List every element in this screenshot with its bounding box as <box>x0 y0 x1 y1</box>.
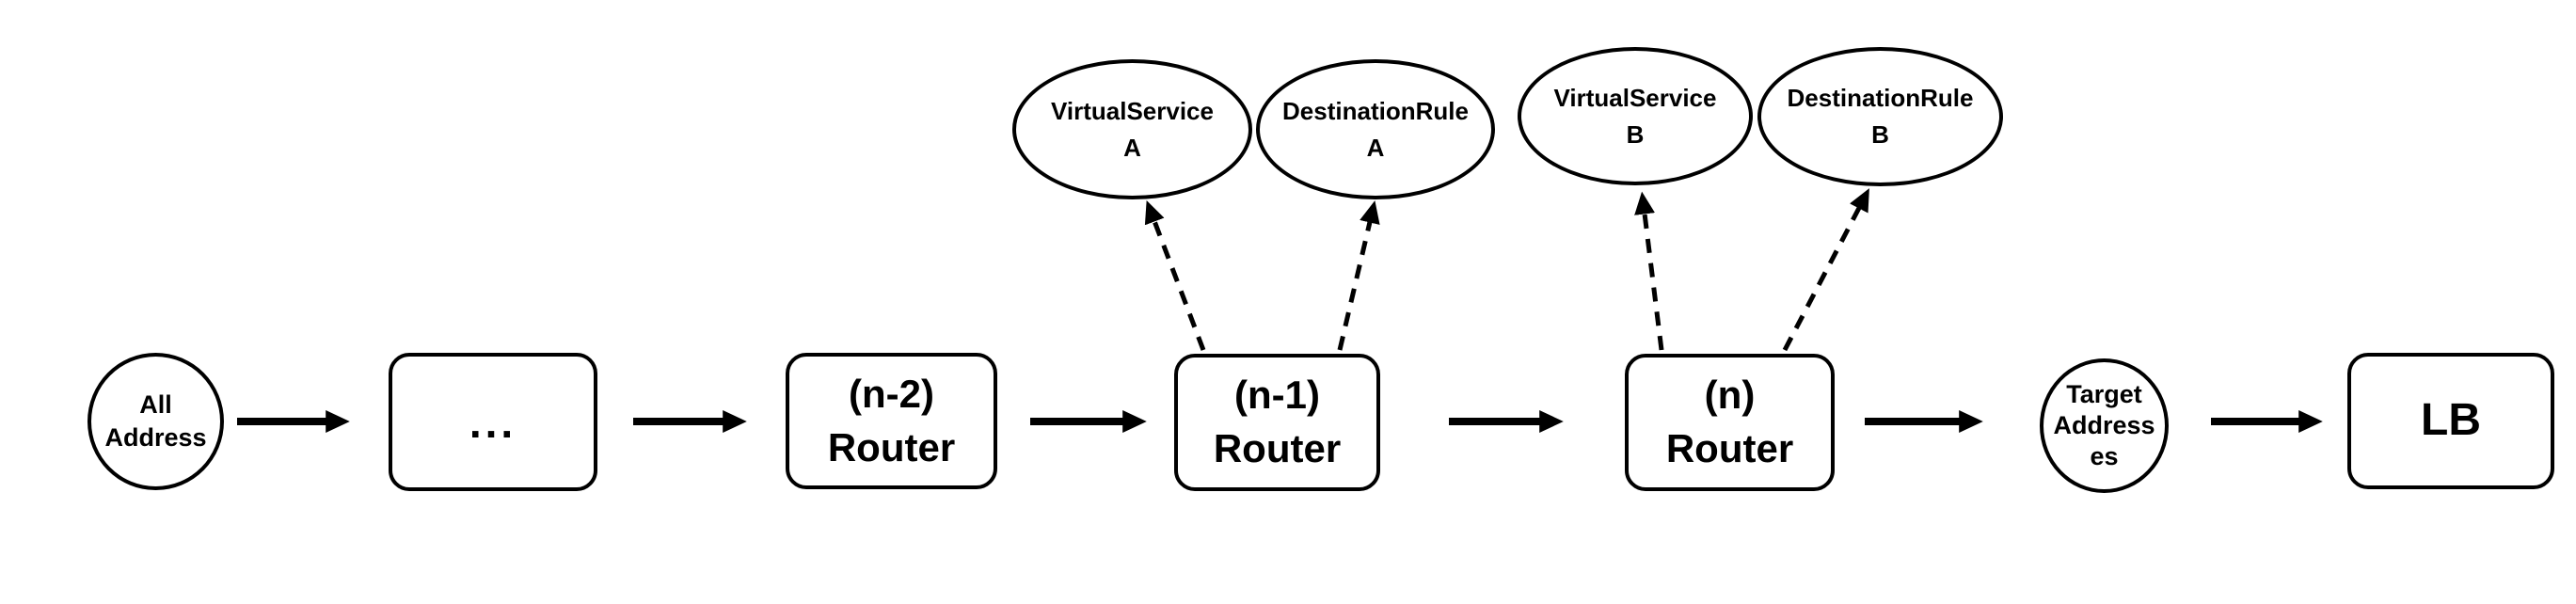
node-destinationrule-a: DestinationRule A <box>1256 59 1495 199</box>
node-destinationrule-b-label: DestinationRule B <box>1787 84 1974 149</box>
node-dots: ... <box>389 353 597 491</box>
arrow-router-n-to-destinationrule-b <box>1782 188 1869 352</box>
node-virtualservice-b: VirtualService B <box>1518 47 1753 185</box>
node-router-n: (n) Router <box>1625 354 1835 491</box>
arrow-router-n1-to-virtualservice-a <box>1144 200 1206 351</box>
node-virtualservice-a-label: VirtualService A <box>1051 96 1214 162</box>
node-router-n1: (n-1) Router <box>1174 354 1380 491</box>
node-destinationrule-a-label: DestinationRule A <box>1282 96 1469 162</box>
arrow-router-n-to-virtualservice-b <box>1634 191 1664 351</box>
node-all-address: All Address <box>87 353 224 490</box>
node-router-n2-label: (n-2) Router <box>827 371 956 469</box>
node-lb-label: LB <box>2421 395 2481 446</box>
node-router-n-label: (n) Router <box>1665 373 1794 470</box>
node-target-addresses: Target Address es <box>2040 358 2169 493</box>
node-dots-label: ... <box>469 397 517 447</box>
node-virtualservice-b-label: VirtualService B <box>1553 83 1717 149</box>
node-destinationrule-b: DestinationRule B <box>1757 47 2003 186</box>
node-all-address-label: All Address <box>104 389 207 452</box>
node-target-addresses-label: Target Address es <box>2053 380 2155 470</box>
arrow-router-n1-to-destinationrule-a <box>1337 200 1380 351</box>
node-router-n2: (n-2) Router <box>786 353 997 489</box>
node-lb: LB <box>2347 353 2554 489</box>
node-router-n1-label: (n-1) Router <box>1213 373 1342 470</box>
node-virtualservice-a: VirtualService A <box>1012 59 1252 199</box>
